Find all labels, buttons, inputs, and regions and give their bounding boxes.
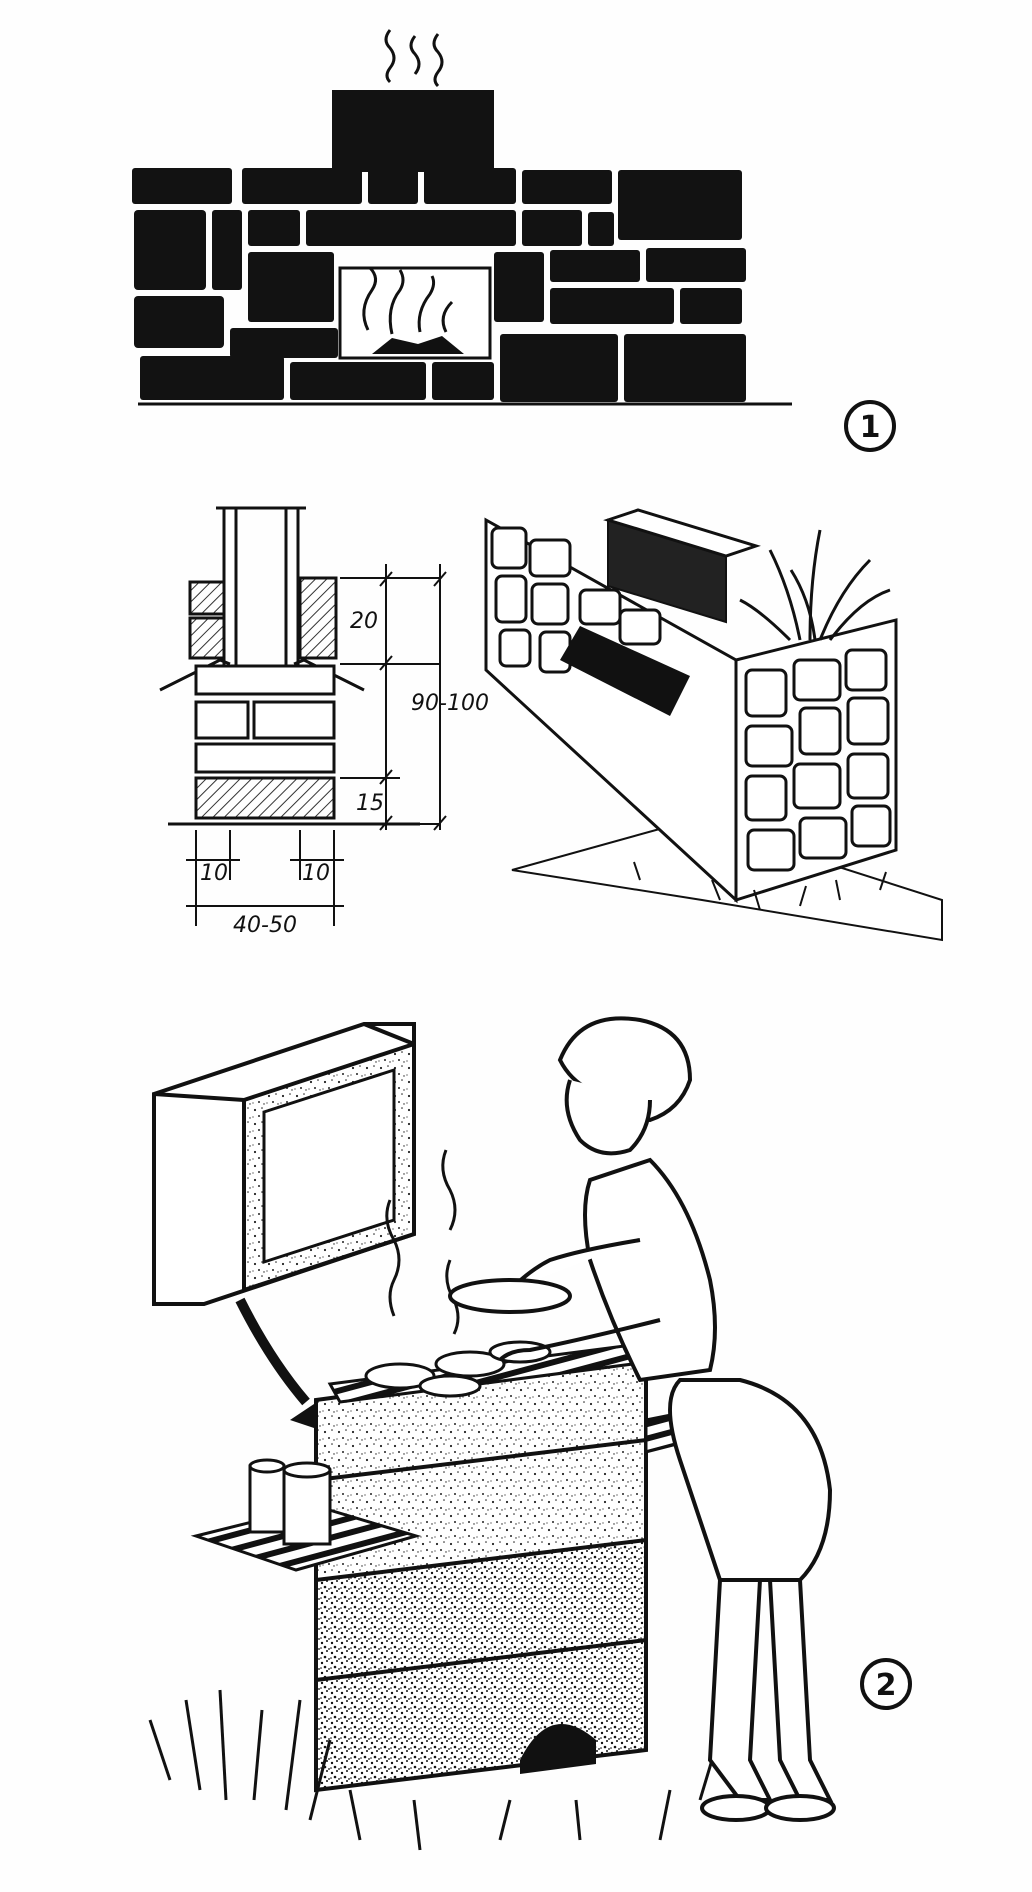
- dim-total-height: 90-100: [411, 691, 489, 716]
- grate-right: [293, 658, 365, 692]
- chimney-wall-left: [222, 506, 238, 670]
- dim-chimney-height: 20: [350, 609, 378, 634]
- fire-flames: [362, 266, 454, 335]
- plate: [448, 1278, 572, 1314]
- person-face: [564, 1079, 652, 1156]
- brazier-fire-door: [560, 626, 690, 716]
- section-brick-base: [194, 776, 336, 820]
- stone-brazier: [484, 508, 943, 942]
- brazier-end-stones: [744, 648, 892, 872]
- side-brick-right: [298, 576, 338, 660]
- figure-1-marker-circle: [844, 400, 896, 452]
- person-leg-back: [767, 1578, 834, 1802]
- brick-wall: [132, 168, 746, 402]
- brazier-stones: [490, 526, 662, 674]
- grill-draft-opening: [520, 1724, 596, 1774]
- side-brick-left-bottom: [188, 616, 226, 660]
- smoke-lines: [384, 29, 444, 88]
- section-brick-3: [194, 742, 336, 774]
- dim-right-offset: 10: [302, 861, 330, 886]
- cup-1: [248, 1464, 286, 1534]
- cup-2: [282, 1468, 332, 1546]
- section-brick-2b: [252, 700, 336, 740]
- person-arm-lower: [498, 1318, 661, 1362]
- grill-grass: [148, 1689, 714, 1851]
- figure-2-marker-circle: [860, 1658, 912, 1710]
- figure-2-marker: 2: [876, 1668, 897, 1703]
- brazier-grass: [633, 861, 887, 911]
- placement-arrow: [235, 1297, 310, 1406]
- dimension-lines: [186, 564, 447, 926]
- grill-stack: [190, 1340, 719, 1793]
- person-torso: [583, 1157, 717, 1383]
- person-arm: [508, 1238, 641, 1292]
- person-shoe-back: [764, 1794, 836, 1822]
- person-shoe-front: [700, 1794, 772, 1822]
- brazier-plant: [739, 529, 891, 642]
- cross-section: 20 90-100 15 10 10 40-50: [159, 506, 489, 938]
- chimney-wall-right: [284, 506, 300, 670]
- brazier-lid-top: [603, 508, 761, 558]
- section-brick-2a: [194, 700, 250, 740]
- block-grill-scene: 2: [148, 1016, 912, 1851]
- dim-width: 40-50: [233, 913, 297, 938]
- fire-logs: [372, 336, 464, 354]
- hollow-block: [152, 1022, 416, 1306]
- grate-left: [159, 658, 231, 692]
- figure-1-marker: 1: [860, 410, 881, 445]
- person-leg-front: [707, 1578, 774, 1802]
- person-grilling: [448, 1016, 836, 1822]
- person-hips: [668, 1378, 833, 1582]
- placement-arrow-head: [290, 1400, 320, 1428]
- dim-left-offset: 10: [200, 861, 228, 886]
- chimney: [332, 90, 494, 172]
- brick-fireplace: 1: [132, 29, 896, 452]
- section-brick-1: [194, 664, 336, 696]
- dim-base-height: 15: [356, 791, 384, 816]
- side-brick-left-top: [188, 580, 226, 616]
